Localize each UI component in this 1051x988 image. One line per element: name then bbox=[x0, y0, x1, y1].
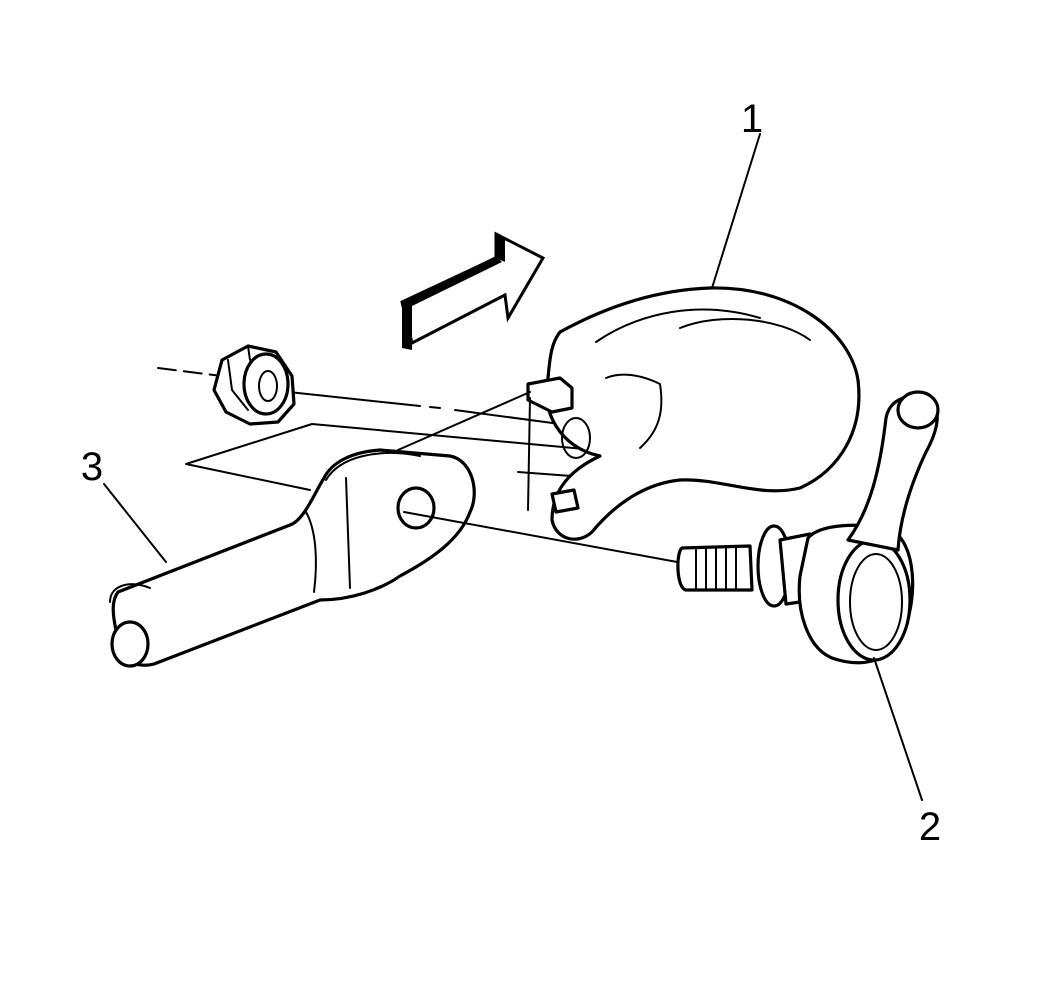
nut-assembly-axis bbox=[157, 367, 561, 425]
flange-nut bbox=[212, 344, 296, 426]
callout-2: 2 bbox=[919, 805, 941, 849]
ball-stud-part-2 bbox=[676, 390, 940, 665]
callout-1: 1 bbox=[741, 97, 763, 141]
direction-arrow bbox=[400, 231, 546, 350]
bracket-part-1 bbox=[526, 286, 861, 541]
arm-link-part-3 bbox=[109, 448, 476, 668]
callout-3: 3 bbox=[81, 445, 103, 489]
leader-lines bbox=[103, 133, 923, 801]
stud-assembly-axis bbox=[397, 391, 689, 565]
